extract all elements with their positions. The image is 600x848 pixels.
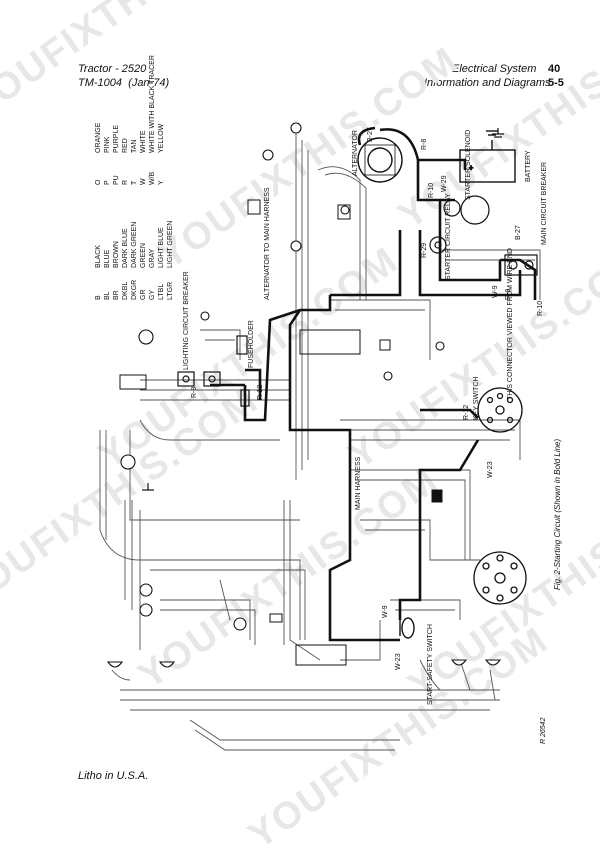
- starting-circuit: [210, 126, 537, 642]
- legend-code: BR: [113, 290, 120, 300]
- legend-code: GR: [140, 290, 147, 301]
- legend-name: TAN: [131, 140, 138, 153]
- label-main-breaker: MAIN CIRCUIT BREAKER: [541, 162, 548, 245]
- label-key-switch: KEY SWITCH: [473, 377, 480, 420]
- connector-symbol: [473, 551, 527, 605]
- figure-id: R 26542: [540, 717, 547, 744]
- header-subsection: Information and Diagrams: [424, 77, 551, 89]
- manual-date: (Jan-74): [128, 77, 170, 89]
- battery-plus-sign: +: [469, 165, 473, 172]
- legend-name: BLUE: [104, 249, 111, 268]
- legend-code: R: [122, 180, 129, 185]
- legend-name: WHITE: [140, 130, 147, 153]
- label-alternator: ALTERNATOR: [352, 130, 359, 176]
- harness-connectors: [119, 199, 391, 666]
- wire-label: R-8: [505, 289, 512, 300]
- wire-label: R-12: [257, 385, 264, 400]
- label-start-safety-switch: START-SAFETY SWITCH: [427, 624, 434, 705]
- legend-code: DKBL: [122, 282, 129, 300]
- wire-label: W-23: [395, 653, 402, 670]
- lighting-breaker-symbol: [177, 371, 221, 387]
- alternator-symbol: [357, 137, 403, 183]
- legend-name: DARK BLUE: [122, 228, 129, 268]
- header-page-number: 40: [548, 63, 561, 75]
- legend-code: DKGR: [131, 280, 138, 300]
- label-lighting-breaker: LIGHTING CIRCUIT BREAKER: [183, 271, 190, 370]
- label-alternator-to-harness: ALTERNATOR TO MAIN HARNESS: [264, 187, 271, 300]
- wire-label: B-27: [515, 225, 522, 240]
- legend-code: B: [95, 295, 102, 300]
- label-fuseholder: FUSEHOLDER: [248, 320, 255, 368]
- legend-code: LTGR: [167, 282, 174, 300]
- label-starter-solenoid: STARTER SOLENOID: [465, 130, 472, 200]
- legend-name: PURPLE: [113, 125, 120, 153]
- footer-litho: Litho in U.S.A.: [78, 770, 149, 782]
- legend-code: GY: [149, 290, 156, 300]
- legend-code: T: [131, 180, 138, 185]
- label-starter-relay: STARTER CIRCUIT RELAY: [445, 193, 452, 280]
- legend-name: ORANGE: [95, 122, 102, 153]
- header-manual: TM-1004 (Jan-74): [78, 77, 169, 89]
- wire-label: W-9: [382, 605, 389, 618]
- color-legend: B BLACK BL BLUE BR BROWN DKBL DARK BLUE DKGR DARK…: [95, 55, 174, 300]
- fuseholder-symbol: [236, 335, 250, 407]
- wire-label: B-27: [367, 127, 374, 142]
- header-section: Electrical System: [452, 63, 537, 75]
- battery-symbol: +: [459, 130, 516, 183]
- legend-code: W/B: [149, 171, 156, 185]
- label-connector-view: THIS CONNECTOR VIEWED FROM WIRE END: [507, 248, 514, 400]
- legend-code: P: [104, 180, 111, 185]
- watermark-text: YOUFIXTHIS.COM: [0, 0, 276, 127]
- wire-label: R-8: [191, 387, 198, 398]
- ground-symbols: [142, 128, 504, 491]
- legend-name: RED: [122, 138, 129, 153]
- header-page-ref: 5-5: [548, 77, 564, 89]
- light-switch-symbol: [431, 489, 443, 503]
- wire-label: R-29: [421, 243, 428, 258]
- legend-code: O: [95, 179, 102, 185]
- legend-code: LTBL: [158, 284, 165, 300]
- manual-number: TM-1004: [78, 77, 123, 89]
- wire-label: R-12: [463, 405, 470, 420]
- starter-relay-symbol: [429, 236, 447, 254]
- legend-name: PINK: [104, 136, 111, 153]
- label-main-harness: MAIN HARNESS: [355, 456, 362, 510]
- legend-name: DARK GREEN: [131, 222, 138, 268]
- legend-name: GRAY: [149, 248, 156, 268]
- legend-name: WHITE WITH BLACK TRACER: [149, 55, 156, 153]
- safety-switch-symbol: [399, 617, 415, 639]
- figure-caption: Fig. 2-Starting Circuit (Shown in Bold L…: [553, 438, 562, 590]
- key-switch-symbol: [477, 387, 523, 433]
- legend-code: BL: [104, 291, 111, 300]
- wire-label: R-8: [421, 139, 428, 150]
- label-battery: BATTERY: [525, 150, 532, 182]
- wire-label: W-23: [487, 461, 494, 478]
- legend-name: LIGHT BLUE: [158, 227, 165, 268]
- lamp-symbols: [106, 122, 502, 668]
- wire-label: W-9: [492, 285, 499, 298]
- wire-label: W-29: [441, 175, 448, 192]
- watermark-text: YOUFIXTHIS.COM: [391, 0, 600, 237]
- legend-name: BLACK: [95, 245, 102, 268]
- legend-name: BROWN: [113, 241, 120, 268]
- legend-code: PU: [113, 175, 120, 185]
- starter-solenoid-symbol: [443, 195, 490, 225]
- legend-code: Y: [158, 180, 165, 185]
- wire-label: R-10: [537, 301, 544, 316]
- legend-name: YELLOW: [158, 123, 165, 153]
- header-model: Tractor - 2520: [78, 63, 147, 75]
- legend-code: W: [140, 178, 147, 185]
- wire-label: R-10: [428, 183, 435, 198]
- legend-name: GREEN: [140, 243, 147, 268]
- main-breaker-symbol: [504, 254, 538, 276]
- legend-name: LIGHT GREEN: [167, 221, 174, 268]
